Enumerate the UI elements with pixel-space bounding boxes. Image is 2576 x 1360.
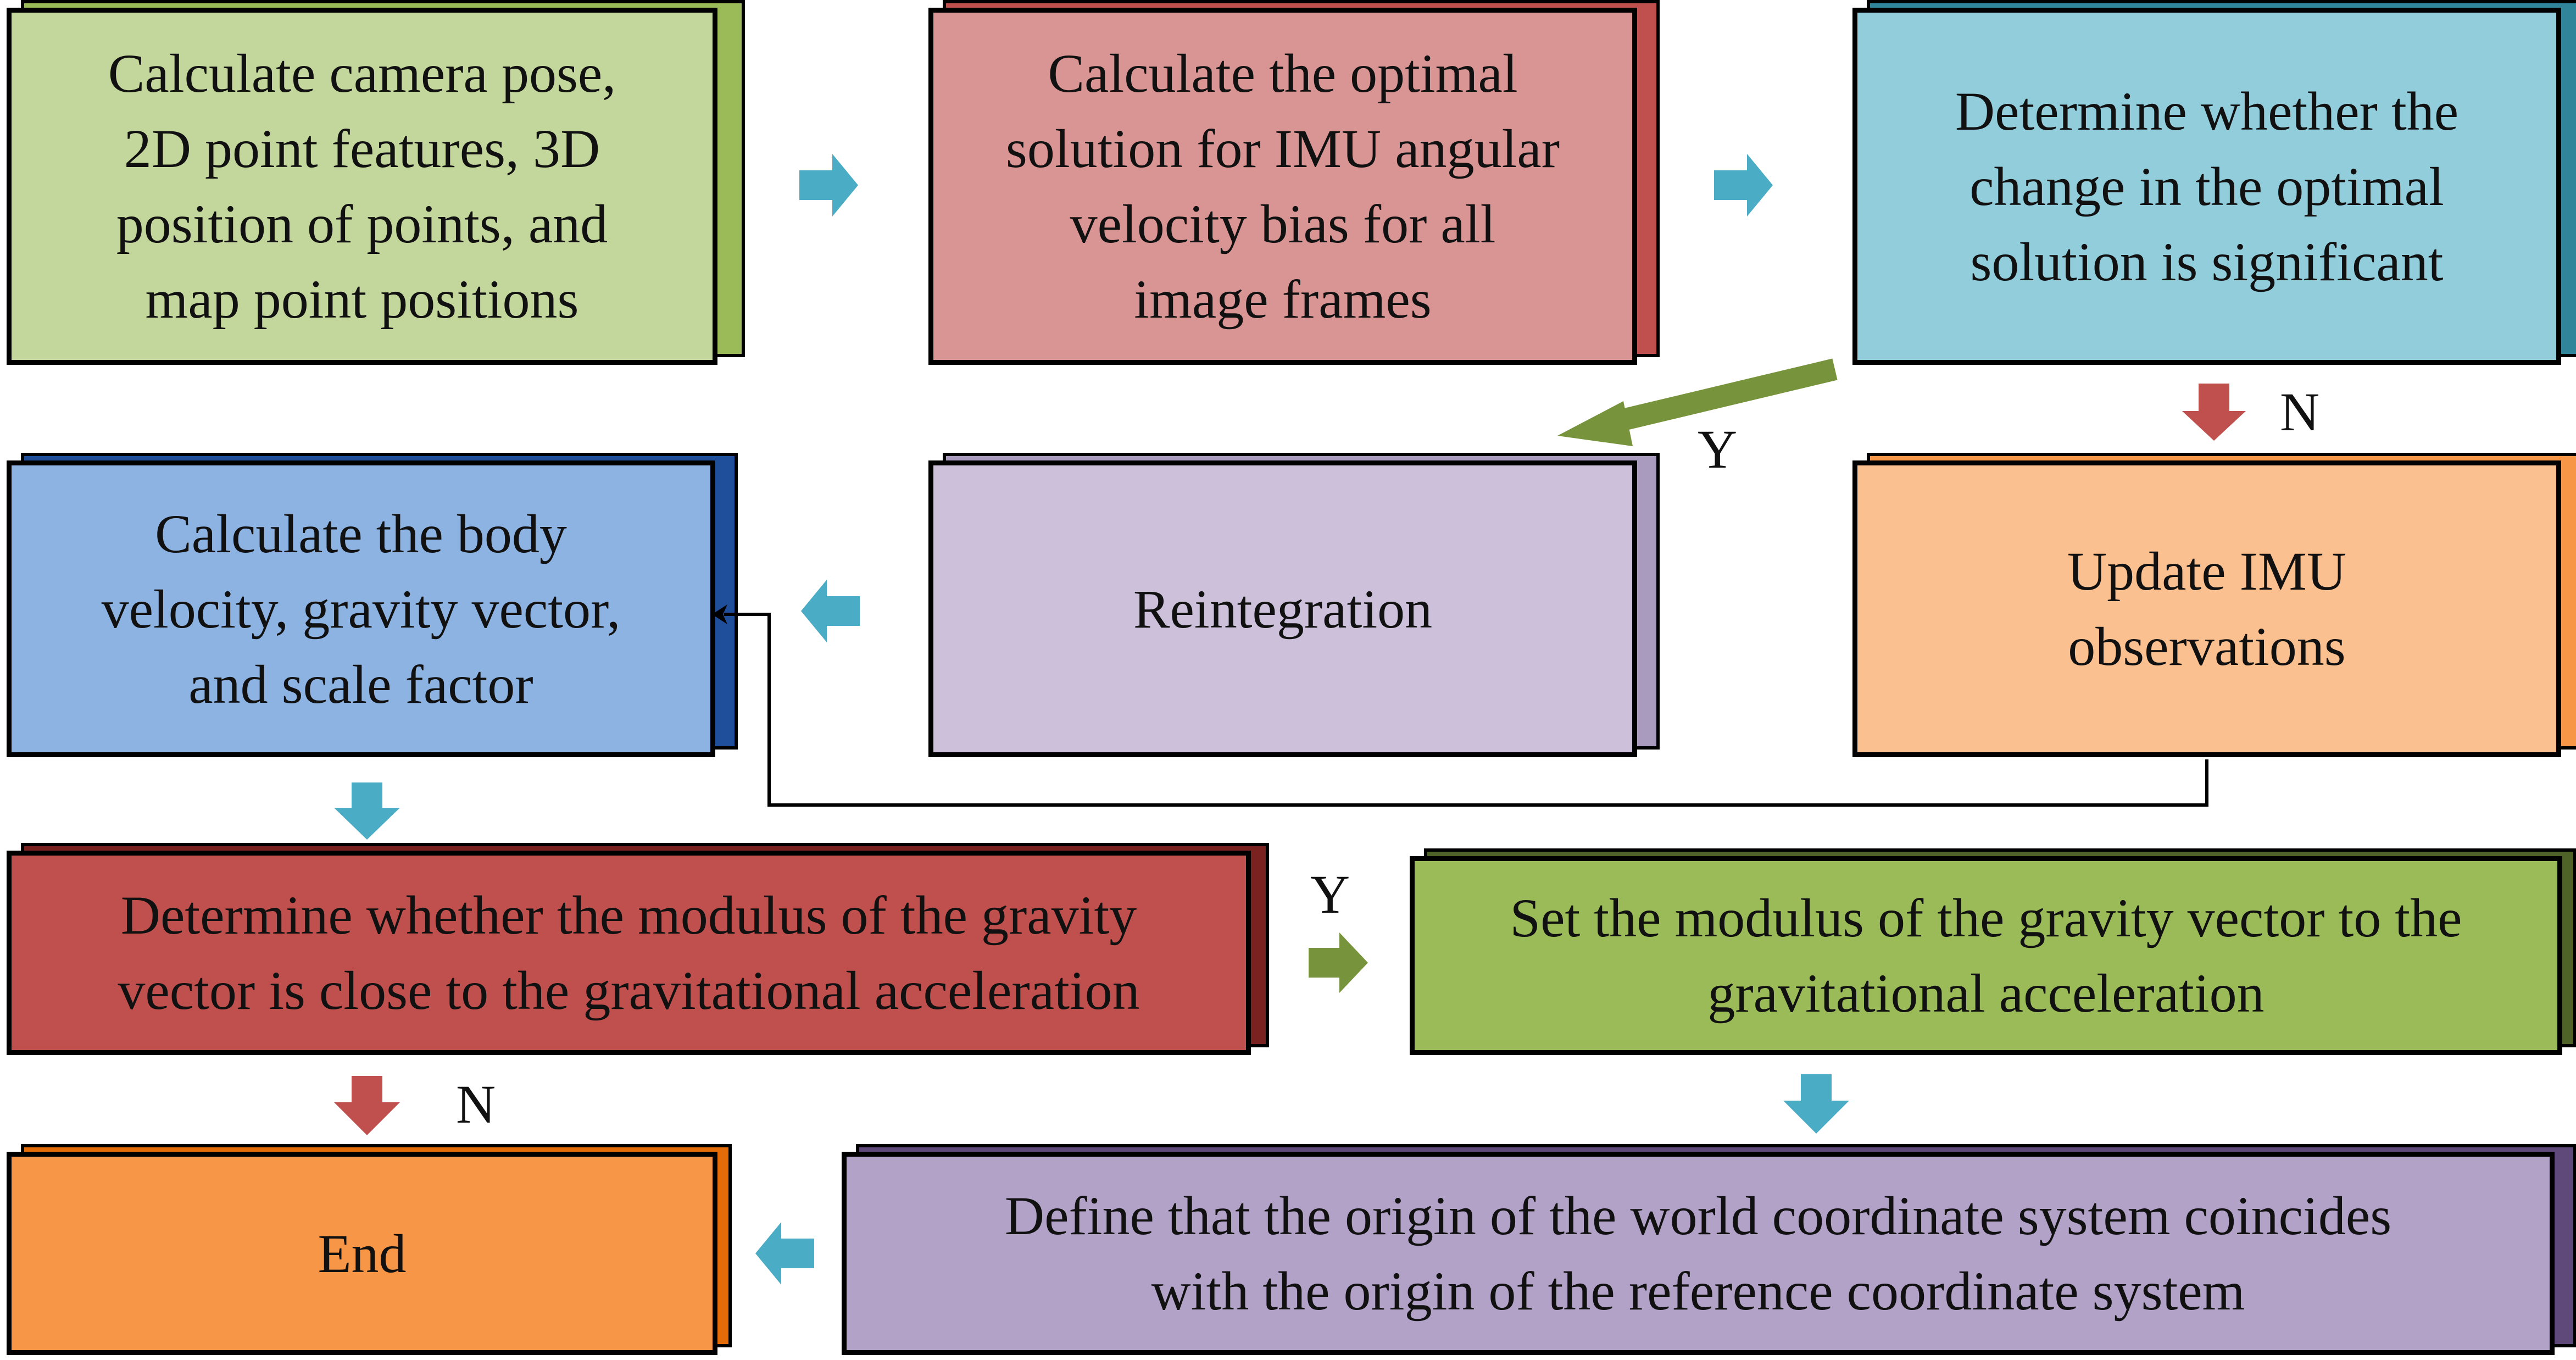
box-calculate-optimal-solution: Calculate the optimal solution for IMU a… (928, 8, 1637, 365)
label-no-2: N (456, 1074, 496, 1135)
box-calculate-camera-pose: Calculate camera pose, 2D point features… (7, 8, 717, 365)
box-reintegration: Reintegration (928, 460, 1637, 757)
label-no-1: N (2280, 381, 2320, 442)
feedback-arrowhead-icon (712, 604, 727, 624)
feedback-line (724, 613, 2208, 807)
label-yes-1: Y (1698, 419, 1738, 480)
arrow-down-no-1-icon (2182, 384, 2246, 441)
arrow-yes-diagonal-line (1618, 358, 1838, 431)
box-update-imu-observations: Update IMU observations (1852, 460, 2561, 757)
box-calculate-body-velocity: Calculate the body velocity, gravity vec… (7, 460, 715, 757)
arrow-down-no-2-icon (334, 1076, 400, 1135)
label-yes-2: Y (1310, 864, 1350, 925)
arrow-down-2-icon (1783, 1074, 1849, 1134)
arrow-right-2-icon (1714, 154, 1773, 217)
arrow-right-1-icon (799, 154, 858, 217)
box-end: End (7, 1152, 717, 1355)
box-determine-change-significant: Determine whether the change in the opti… (1852, 8, 2561, 365)
arrow-left-2-icon (755, 1222, 814, 1285)
arrow-yes-diagonal-icon (1557, 401, 1633, 446)
arrow-left-1-icon (801, 580, 860, 642)
box-set-gravity-modulus: Set the modulus of the gravity vector to… (1410, 856, 2562, 1055)
box-define-origin: Define that the origin of the world coor… (842, 1152, 2555, 1355)
box-determine-gravity-modulus: Determine whether the modulus of the gra… (7, 851, 1251, 1055)
arrow-right-yes-icon (1309, 932, 1368, 993)
arrow-down-1-icon (334, 782, 400, 840)
